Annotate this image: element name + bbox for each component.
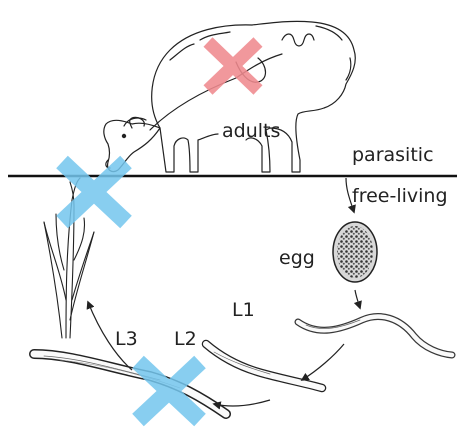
label-l2: L2 [174,330,197,349]
label-parasitic: parasitic [352,146,434,165]
egg-illustration [333,222,377,282]
red-cross-icon [208,42,258,90]
label-free-living: free-living [352,187,448,206]
larva-l1 [298,317,452,355]
label-egg: egg [279,249,315,268]
label-l3: L3 [115,330,138,349]
larva-l2 [206,344,322,388]
label-adults: adults [222,122,280,141]
blue-cross-icon-grazing [62,162,126,222]
sheep-illustration [104,21,355,172]
label-l1: L1 [232,301,255,320]
